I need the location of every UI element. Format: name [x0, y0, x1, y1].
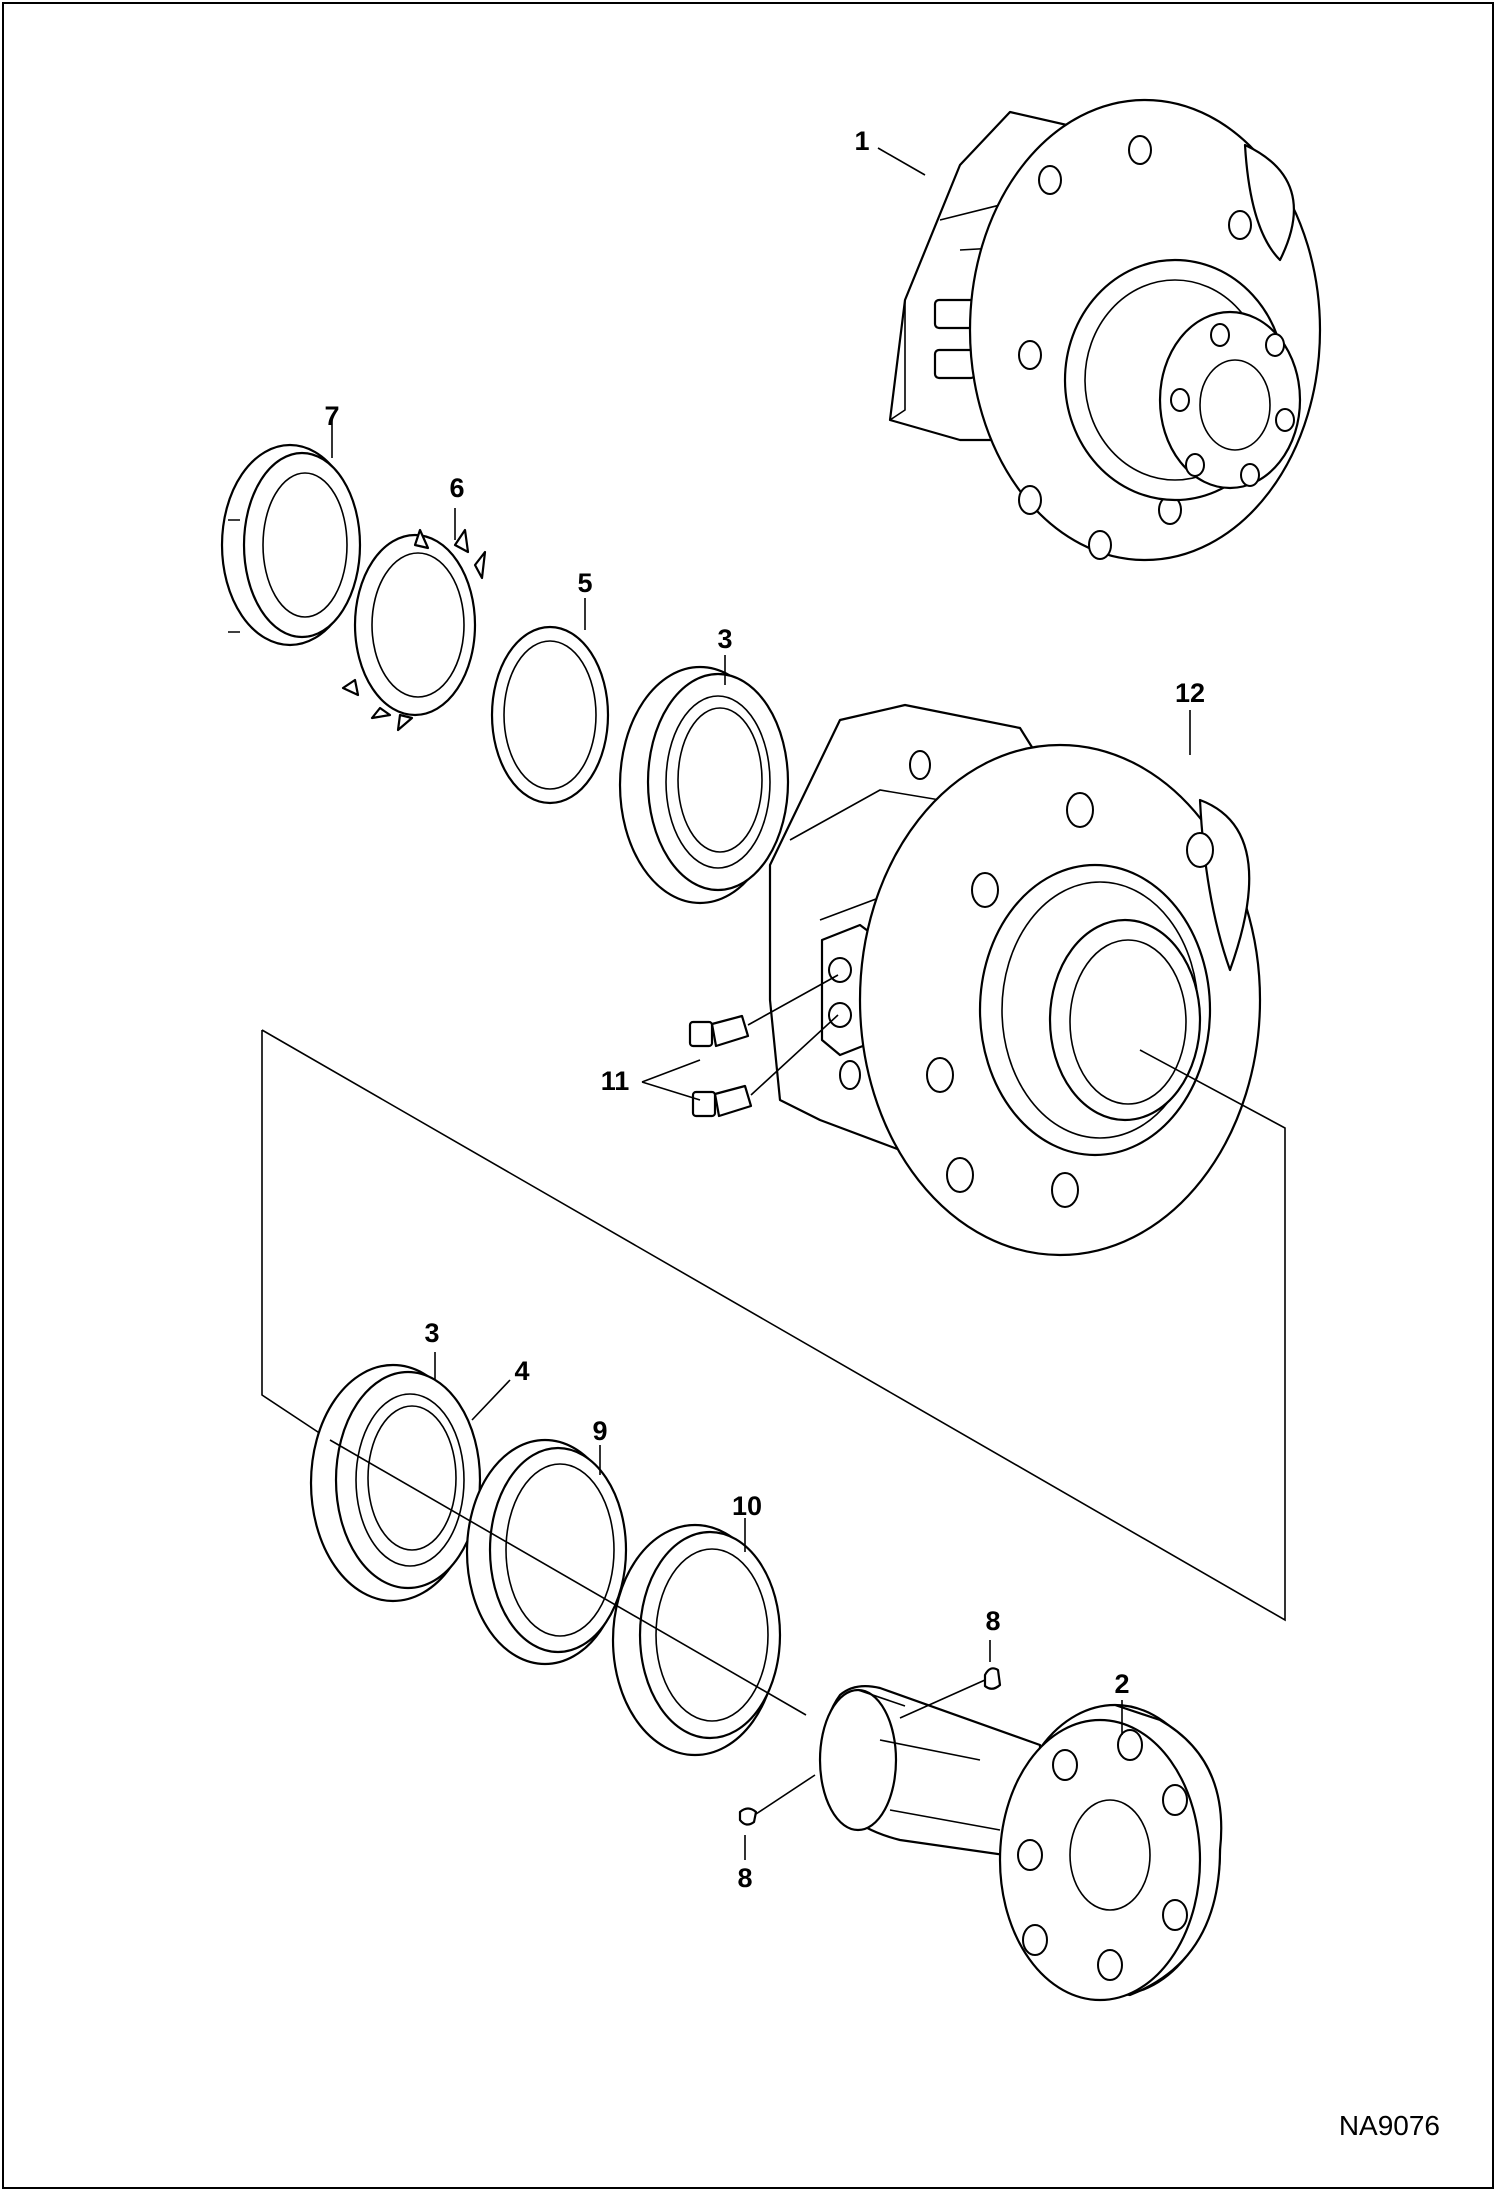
- callout-8-upper: 8: [985, 1606, 1000, 1636]
- part-2-flange-holes: [1017, 1729, 1188, 1981]
- leader-8-upper: [899, 1640, 991, 1719]
- part-9-race-ring: [465, 1438, 628, 1666]
- part-10-seal: [611, 1523, 782, 1757]
- part-1-hub-assembly: [888, 98, 1322, 562]
- part-12-flange-holes: [926, 792, 1214, 1208]
- part-3-bearing-lower: [309, 1363, 482, 1603]
- callout-8-lower: 8: [737, 1863, 752, 1893]
- callout-1: 1: [854, 126, 869, 156]
- part-8-plugs: [738, 1667, 1002, 1826]
- leader-4: [471, 1379, 511, 1421]
- callout-3-upper: 3: [717, 624, 732, 654]
- assembly-axis-line: [329, 1439, 807, 1716]
- leader-8-lower: [744, 1774, 816, 1860]
- part-1-flange-holes: [1018, 135, 1252, 560]
- leader-1: [877, 147, 926, 176]
- part-1-hub-holes: [1170, 323, 1295, 487]
- callout-5: 5: [577, 568, 592, 598]
- callout-10: 10: [732, 1491, 762, 1521]
- part-7-lock-nut: [220, 443, 362, 647]
- part-2-spindle: [818, 1685, 1223, 2002]
- part-5-spacer-ring: [490, 625, 610, 805]
- drawing-id: NA9076: [1339, 2110, 1440, 2141]
- callout-3-lower: 3: [424, 1318, 439, 1348]
- callout-4: 4: [514, 1356, 529, 1386]
- part-6-lock-washer: [341, 528, 487, 732]
- callout-11: 11: [601, 1066, 630, 1096]
- callout-6: 6: [449, 473, 464, 503]
- part-11-grease-fittings: [688, 1014, 753, 1118]
- leader-11: [641, 974, 839, 1101]
- part-12-knuckle-housing: [768, 703, 1262, 1257]
- part-3-bearing-upper: [618, 665, 790, 905]
- callout-7: 7: [324, 401, 339, 431]
- callout-2: 2: [1114, 1669, 1129, 1699]
- callout-9: 9: [592, 1416, 607, 1446]
- callout-12: 12: [1175, 678, 1205, 708]
- explode-bracket-line: [261, 1029, 1286, 1622]
